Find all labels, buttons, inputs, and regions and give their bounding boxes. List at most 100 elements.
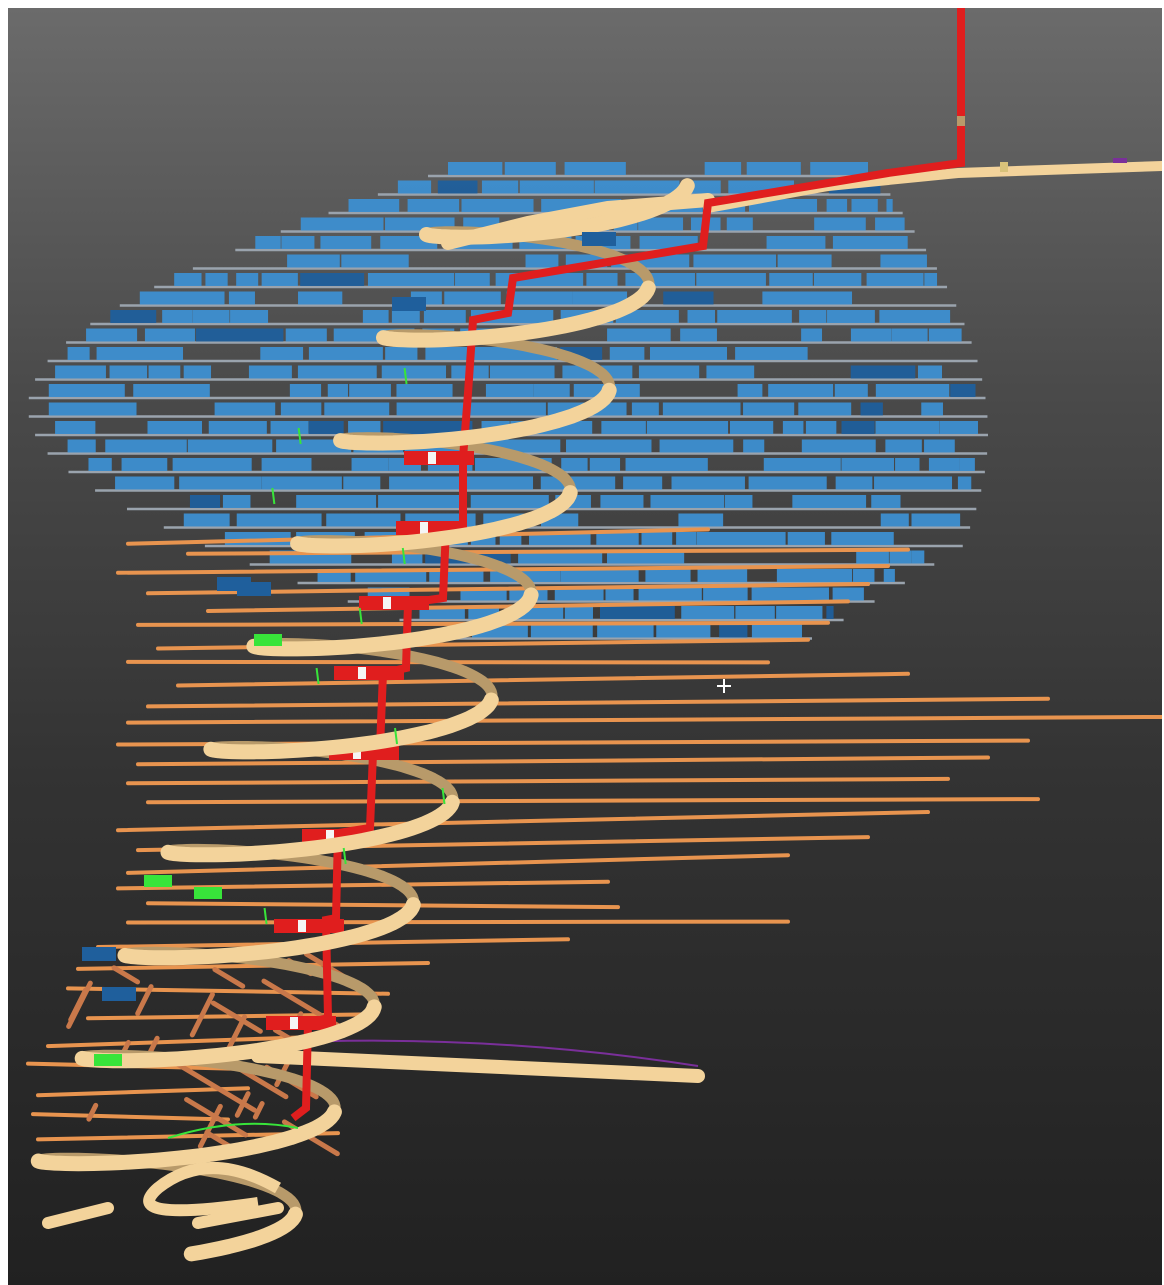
decline-ramp-front [30,1104,342,1172]
stope-block [853,569,875,582]
ore-drive [146,696,1050,709]
stope-block [327,384,348,397]
stope-block [343,476,381,490]
stope-block [681,606,735,619]
stope-block [659,439,734,453]
vent-riser [271,487,276,505]
stope-block [746,162,801,175]
spiral-tail-stub [42,1202,114,1229]
stope-block [879,310,951,323]
stope-block [609,347,645,360]
stope-block [144,328,195,342]
stope-block [466,476,534,490]
stope-block [875,421,940,434]
stope-block [300,217,384,231]
stope-block [470,402,546,416]
mine-model-canvas[interactable] [8,8,1162,1285]
decline-ramp-front [376,280,656,348]
stope-block [389,476,460,490]
stope-block [564,606,593,619]
stope-block [261,273,298,286]
stope-block [607,550,685,564]
ore-drive [126,853,790,875]
stope-block [856,550,889,564]
ore-drive [126,714,1162,725]
decline-ramp-front [246,587,539,657]
stope-block [183,513,230,527]
stope-block [662,402,741,416]
stope-block [461,199,534,212]
service-bay [254,634,282,646]
vent-riser [401,547,406,565]
stope-block [287,254,340,268]
stope-block [827,310,875,323]
stope-block [835,476,873,490]
stope-block [799,310,827,323]
stope-block [841,421,875,434]
stope-block [743,439,765,453]
vent-riser [403,367,408,385]
stope-block [348,421,381,434]
stope-block [162,310,193,323]
stope-block [298,291,343,305]
stope-block [48,402,137,416]
stope-block [696,273,766,286]
stope-block [600,495,644,508]
stope-block [148,365,181,379]
stope-block [649,347,728,360]
stope-block [646,421,729,434]
stope-block [455,273,490,286]
stope-block [276,439,352,453]
stope-block [351,458,389,471]
ore-drive [176,671,910,688]
stope-block [748,476,827,490]
shaft-level-station [266,1016,336,1030]
portal-marker [1000,162,1008,172]
stope-block [601,421,646,434]
stope-block [638,365,700,379]
stope-block [270,421,309,434]
stope-block [726,217,753,231]
stope-block [886,199,893,212]
stope-block [172,458,252,471]
stope-block [950,384,976,397]
station-marker [326,830,334,842]
stope-block [308,347,383,360]
stope-block [560,569,639,582]
stope-block [911,513,961,527]
stope-block [605,587,634,601]
stope-block [697,569,748,582]
stope-block [924,273,938,286]
stope-block [228,291,255,305]
stope-block [105,439,187,453]
stope-block [724,495,753,508]
stope-block [814,217,866,231]
stope-block [222,495,251,508]
vent-riser [394,727,399,745]
stope-block [625,273,695,286]
decline-ramp-front [160,794,460,863]
ore-drive [116,810,930,833]
decline-ramp-front [183,1206,303,1262]
stope-block [230,310,269,323]
stope-block [880,513,909,527]
stope-block [826,199,848,212]
stope-block [762,291,853,305]
stope-block [396,384,453,397]
stope-block [566,439,652,453]
stope-block [826,606,834,619]
dark-stope-block [237,582,271,596]
3d-viewport[interactable] [8,8,1162,1285]
stope-block [874,476,953,490]
stope-block [656,624,711,638]
stope-block [67,439,96,453]
decline-ramp-front [117,897,421,966]
stope-block [600,606,675,619]
stope-block [917,365,943,379]
station-marker [353,747,361,759]
shaft-level-station [359,596,429,610]
stope-block [957,476,972,490]
station-marker [420,522,428,534]
stope-block [623,476,663,490]
stope-block [650,495,725,508]
